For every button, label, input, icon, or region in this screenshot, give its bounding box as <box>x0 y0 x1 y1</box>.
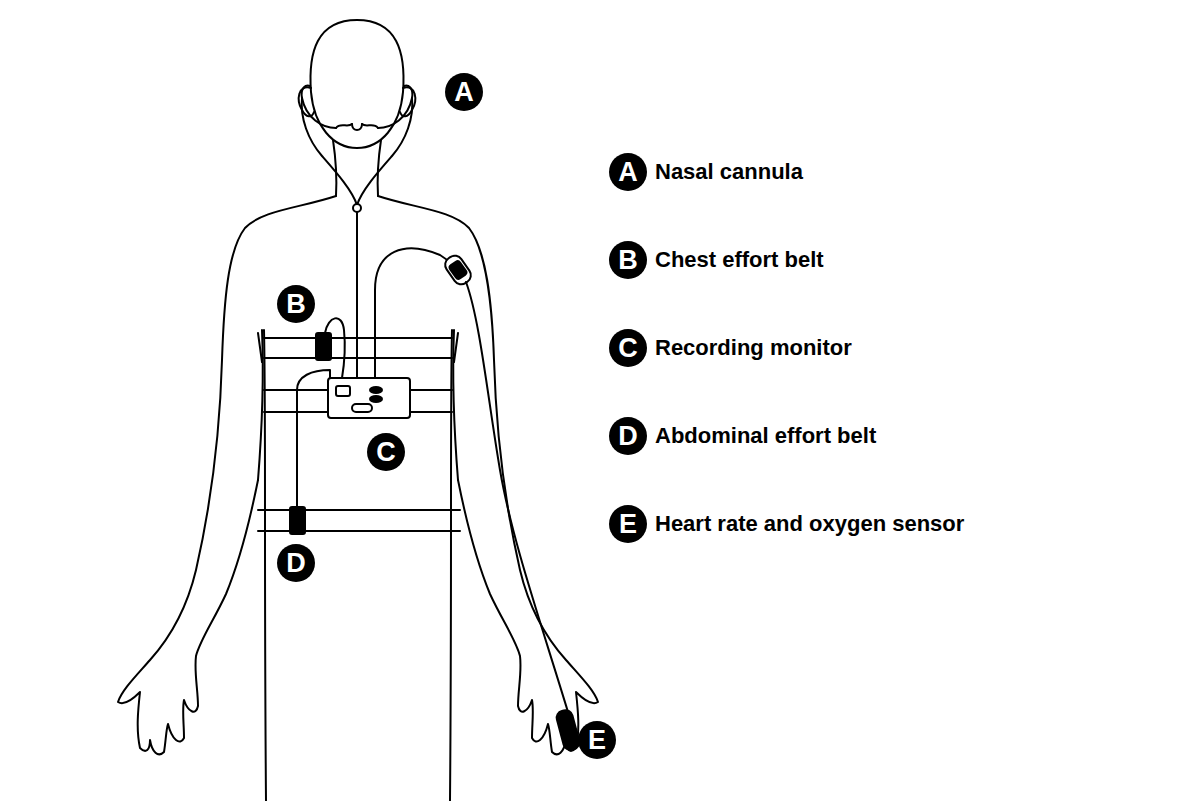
callout-letter: E <box>609 505 647 543</box>
key-entry: B Chest effort belt <box>609 241 824 279</box>
key-label: Chest effort belt <box>655 247 824 273</box>
key-entry: A Nasal cannula <box>609 153 803 191</box>
callout-letter: D <box>609 417 647 455</box>
callout-letter: A <box>445 73 483 111</box>
callout-letter: C <box>367 433 405 471</box>
callout-letter: A <box>445 73 483 111</box>
callout-letter: D <box>277 544 315 582</box>
callout-letter: A <box>609 153 647 191</box>
callout-letter: C <box>609 329 647 367</box>
callout-letter: C <box>367 433 405 471</box>
callout-letter: B <box>609 241 647 279</box>
key-label: Recording monitor <box>655 335 852 361</box>
callout-letter: D <box>277 544 315 582</box>
callout-letter: E <box>578 721 616 759</box>
callout-letter: B <box>277 285 315 323</box>
callout-letter: E <box>578 721 616 759</box>
key-label: Heart rate and oxygen sensor <box>655 511 964 537</box>
callout-letter: B <box>277 285 315 323</box>
key-label: Nasal cannula <box>655 159 803 185</box>
key-entry: E Heart rate and oxygen sensor <box>609 505 964 543</box>
key-entry: D Abdominal effort belt <box>609 417 876 455</box>
key-entry: C Recording monitor <box>609 329 852 367</box>
key-label: Abdominal effort belt <box>655 423 876 449</box>
